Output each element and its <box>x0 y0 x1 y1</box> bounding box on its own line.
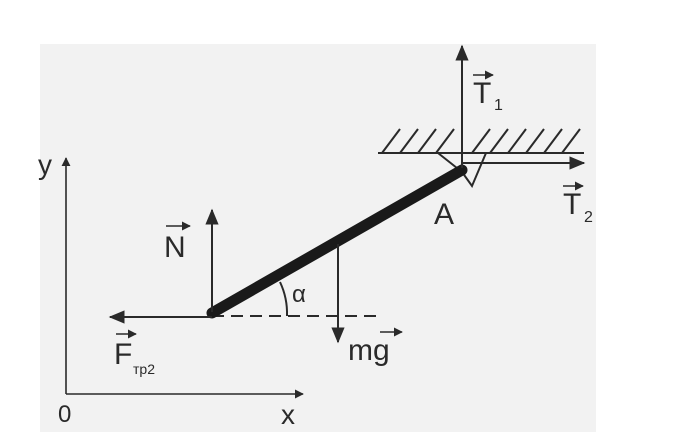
origin-label: 0 <box>58 401 71 428</box>
beam <box>206 164 468 319</box>
mg-symbol: mg <box>348 334 390 367</box>
diagram-panel <box>40 44 596 432</box>
f-subscript: тр2 <box>133 361 155 377</box>
label-t1: T 1 <box>473 70 503 114</box>
label-friction: F тр2 <box>114 329 155 377</box>
label-mg: mg <box>348 327 403 367</box>
f-symbol: F <box>114 338 132 371</box>
t2-subscript: 2 <box>584 209 593 226</box>
ceiling-hatching <box>381 128 581 154</box>
y-axis-label: y <box>38 149 52 180</box>
t1-symbol: T <box>473 77 491 110</box>
coordinate-axes: y x 0 <box>38 149 304 430</box>
angle-arc <box>279 281 289 317</box>
n-symbol: N <box>164 231 186 264</box>
angle-label: α <box>292 281 306 308</box>
t1-subscript: 1 <box>494 97 503 114</box>
label-t2: T 2 <box>563 181 593 226</box>
x-axis-label: x <box>281 399 295 430</box>
point-a-label: A <box>434 198 454 231</box>
ceiling-support <box>378 128 584 189</box>
label-n: N <box>164 221 191 264</box>
t2-symbol: T <box>563 188 581 221</box>
